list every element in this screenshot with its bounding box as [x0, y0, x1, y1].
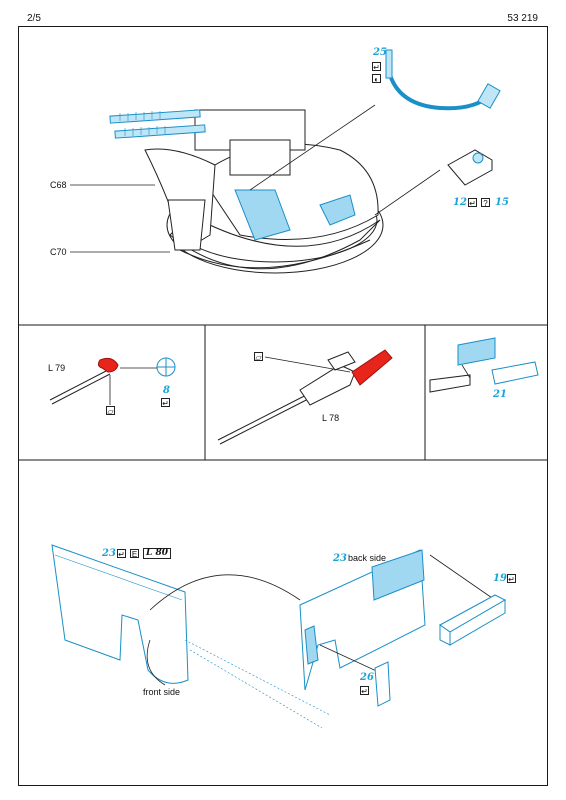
bend-icon: ↵ — [372, 62, 381, 72]
fold-icon: ▱ — [106, 406, 115, 416]
l79-red-part — [97, 357, 119, 373]
back-side-label: back side — [348, 553, 387, 563]
page-number: 2/5 — [27, 13, 41, 24]
part-number-19: 19 — [493, 573, 507, 584]
fold-icon: ◐ — [372, 74, 381, 84]
top-leaders — [70, 104, 441, 253]
label-l78: L 78 — [322, 413, 340, 423]
bend-icon: ↵ — [117, 549, 126, 559]
etch-ref-icon: E — [130, 549, 139, 559]
bend-icon: ↵ — [360, 686, 369, 696]
part-number-15: 15 — [495, 197, 509, 208]
part-12-bracket — [447, 149, 493, 186]
bracket-21-base — [429, 374, 471, 393]
back-shield-strip — [371, 549, 425, 601]
panel-dividers — [18, 324, 548, 461]
l78-red-part — [351, 349, 393, 386]
part-25-strip — [388, 74, 492, 111]
part-21-mesh — [491, 361, 539, 385]
part-21-blue — [457, 337, 496, 366]
part-26 — [374, 661, 391, 707]
part-number-23-front: 23 — [102, 548, 116, 559]
l78-gun — [217, 351, 356, 445]
ref-label-l80: L 80 — [143, 548, 171, 559]
barrel-ribs — [119, 111, 166, 136]
l79-rod — [49, 369, 111, 405]
kit-code: 53 219 — [507, 13, 538, 24]
part-number-12: 12 — [453, 197, 467, 208]
fold-icon: ▱ — [254, 352, 263, 362]
part-number-21: 21 — [493, 389, 507, 400]
front-shield — [51, 544, 189, 684]
bend-icon: ↵ — [468, 198, 477, 208]
part-number-26: 26 — [360, 672, 374, 683]
label-c68: C68 — [50, 180, 67, 190]
part-number-25: 25 — [373, 47, 387, 58]
instruction-frame — [18, 26, 548, 786]
part-number-23-back: 23 — [333, 553, 347, 564]
turret-assembly — [144, 109, 384, 274]
bend-icon: ↵ — [507, 574, 516, 584]
part-25-end — [385, 49, 393, 79]
label-l79: L 79 — [48, 363, 66, 373]
part-number-8: 8 — [163, 385, 170, 396]
front-side-label: front side — [143, 687, 181, 697]
label-c70: C70 — [50, 247, 67, 257]
question-icon: ? — [481, 198, 490, 208]
gun-barrels — [109, 109, 206, 139]
flip-arrow — [149, 574, 301, 611]
part-19-block — [449, 599, 506, 646]
l78-leader — [264, 356, 351, 373]
bend-icon: ↵ — [161, 398, 170, 408]
